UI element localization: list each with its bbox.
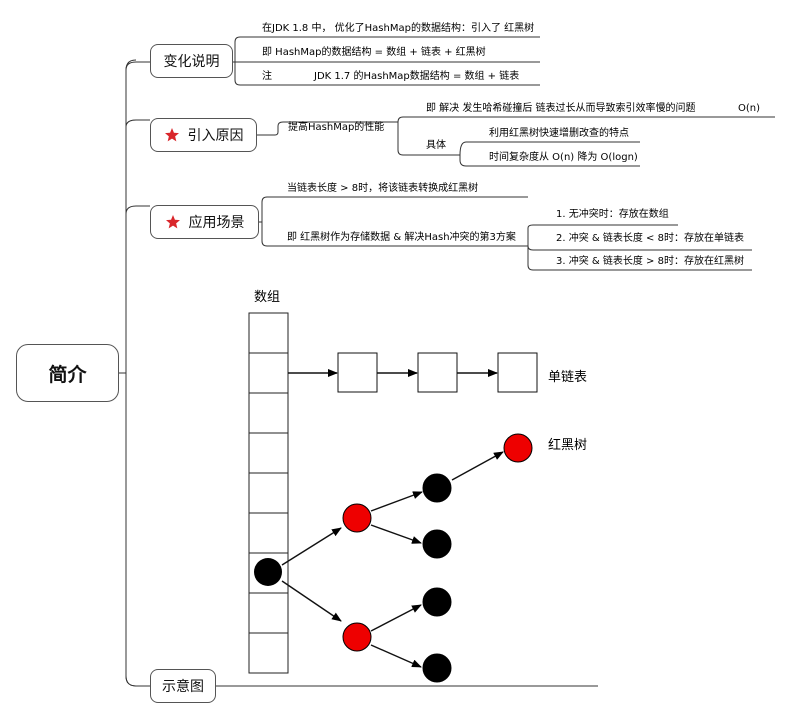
- scenes-sub-item-3: 3. 冲突 & 链表长度 > 8时：存放在红黑树: [556, 256, 744, 267]
- reasons-specific-label: 具体: [426, 140, 446, 151]
- scenes-label: 应用场景: [188, 215, 245, 231]
- reasons-specific-item-1: 利用红黑树快速增删改查的特点: [489, 128, 629, 139]
- changes-node[interactable]: 变化说明: [150, 44, 233, 78]
- rbtree-label: 红黑树: [548, 438, 588, 453]
- scenes-sub-item-1: 1. 无冲突时：存放在数组: [556, 209, 669, 220]
- linked-list-label: 单链表: [548, 370, 588, 385]
- rbtree-edges: [281, 451, 504, 668]
- star-icon: [165, 215, 180, 229]
- scenes-item-2: 即 红黑树作为存储数据 & 解决Hash冲突的第3方案: [287, 232, 516, 243]
- diagram-node[interactable]: 示意图: [150, 669, 216, 703]
- linked-list: [288, 352, 538, 393]
- rbtree-nodes: [342, 433, 533, 683]
- reasons-node[interactable]: 引入原因: [150, 118, 257, 152]
- scenes-connectors: [259, 196, 752, 271]
- root-node[interactable]: 简介: [16, 344, 119, 402]
- changes-item-1: 在JDK 1.8 中， 优化了HashMap的数据结构：引入了 红黑树: [262, 23, 535, 34]
- array-cells: [248, 312, 289, 674]
- diagram-label: 示意图: [162, 679, 204, 695]
- reasons-specific-item-2: 时间复杂度从 O(n) 降为 O(logn): [489, 152, 638, 163]
- scenes-node[interactable]: 应用场景: [150, 205, 259, 239]
- scenes-item-1: 当链表长度 > 8时，将该链表转换成红黑树: [287, 183, 479, 194]
- reasons-summary: 提高HashMap的性能: [288, 122, 385, 133]
- changes-note-text: JDK 1.7 的HashMap数据结构 = 数组 + 链表: [314, 71, 520, 82]
- root-label: 简介: [48, 363, 87, 386]
- reasons-detail-complexity: O(n): [738, 103, 761, 114]
- star-icon: [164, 128, 179, 142]
- reasons-detail-text: 即 解决 发生哈希碰撞后 链表过长从而导致索引效率慢的问题: [426, 103, 696, 114]
- array-tree-root-node: [254, 558, 282, 586]
- changes-label: 变化说明: [163, 54, 220, 70]
- scenes-sub-item-2: 2. 冲突 & 链表长度 < 8时：存放在单链表: [556, 233, 744, 244]
- changes-item-2: 即 HashMap的数据结构 = 数组 + 链表 + 红黑树: [262, 47, 486, 58]
- array-label: 数组: [254, 290, 281, 305]
- reasons-label: 引入原因: [187, 128, 244, 144]
- reasons-connectors: [257, 116, 775, 167]
- changes-note-prefix: 注: [262, 71, 272, 82]
- root-connectors: [119, 59, 150, 687]
- changes-connectors: [233, 36, 540, 86]
